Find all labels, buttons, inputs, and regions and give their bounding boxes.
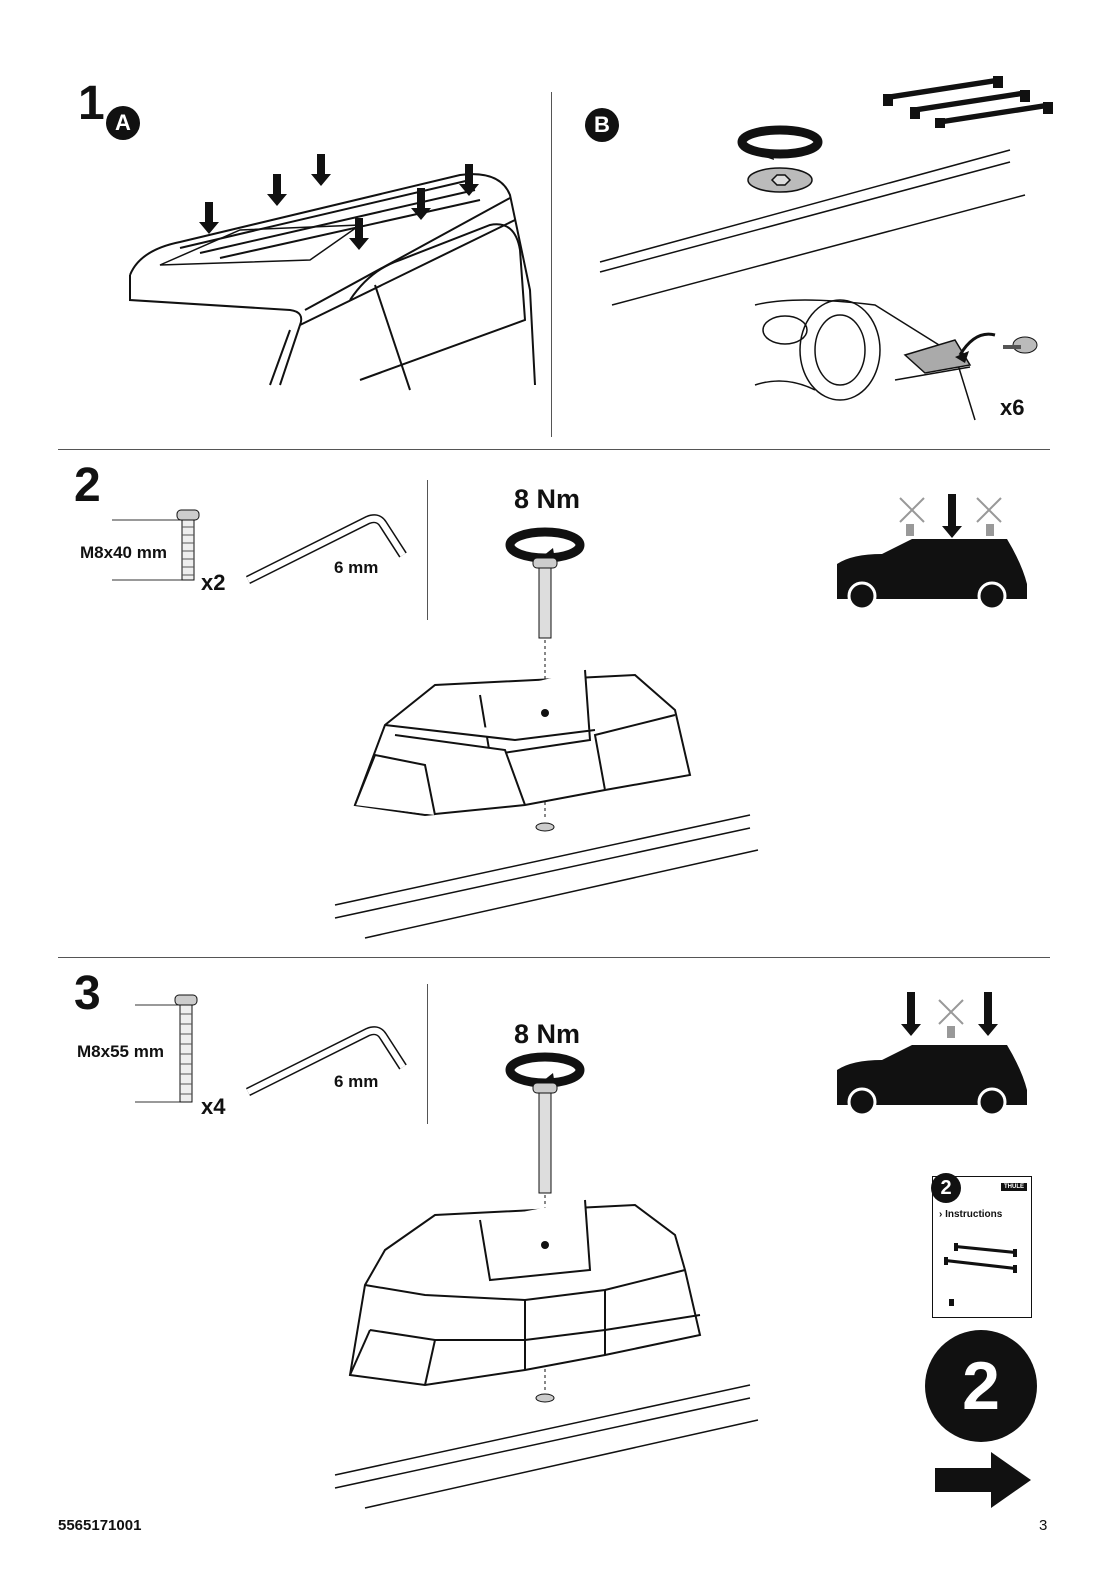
arrow-down-icon (267, 174, 287, 206)
divider-step1-step2 (58, 449, 1050, 450)
step2-bolt-quantity: x2 (201, 570, 226, 595)
car-interior-illustration (754, 299, 1038, 421)
arrow-down-icon (349, 218, 369, 250)
roof-bars-icon (883, 76, 1053, 128)
bolt-m8x55-icon (135, 994, 198, 1103)
roof-lines-step2 (334, 814, 759, 939)
rotate-cap-illustration (737, 125, 823, 193)
foot-assembly-step2 (353, 669, 692, 817)
step2-torque: 8 Nm (514, 484, 581, 514)
step1-quantity: x6 (1000, 395, 1025, 420)
booklet-part-icon (949, 1299, 954, 1306)
divider-step2-step3 (58, 957, 1050, 958)
booklet-title-text: Instructions (945, 1209, 1003, 1220)
step-2-number: 2 (74, 459, 101, 512)
divider-step3-parts (427, 984, 428, 1124)
roof-arrows (199, 154, 479, 250)
bolt-m8x40-icon (112, 509, 200, 581)
step3-torque: 8 Nm (514, 1019, 581, 1049)
step-1-number: 1 (78, 77, 105, 130)
divider-step1-ab (551, 92, 552, 437)
car-outer-bars-position-icon (837, 992, 1027, 1117)
hex-key-icon (245, 1026, 407, 1097)
substep-a-badge: A (106, 106, 140, 140)
van-roof-illustration (129, 173, 536, 391)
next-step-badge: 2 (925, 1330, 1037, 1442)
substep-b-badge: B (585, 108, 619, 142)
roof-lines-step3 (334, 1384, 759, 1509)
arrow-right-icon (935, 1452, 1031, 1508)
arrow-down-icon (411, 188, 431, 220)
step2-key-label: 6 mm (334, 558, 379, 577)
roof-lines-b (599, 149, 1026, 306)
footer-page-number: 3 (1039, 1517, 1048, 1534)
step2-bolt-label: M8x40 mm (80, 543, 167, 562)
step3-key-label: 6 mm (334, 1072, 379, 1091)
step3-bolt-label: M8x55 mm (77, 1042, 164, 1061)
step-3-number: 3 (74, 967, 101, 1020)
arrow-down-icon (459, 164, 479, 196)
divider-step2-parts (427, 480, 428, 620)
roof-bars-icon (944, 1243, 1017, 1273)
instructions-booklet: 2 THULE › Instructions (931, 1173, 1032, 1318)
booklet-brand: THULE (1001, 1183, 1027, 1191)
foot-assembly-step3 (348, 1199, 702, 1387)
step3-bolt-quantity: x4 (201, 1094, 226, 1119)
arrow-down-icon (199, 202, 219, 234)
booklet-title: › Instructions (939, 1209, 1003, 1220)
arrow-down-icon (311, 154, 331, 186)
hex-key-icon (245, 514, 407, 585)
booklet-step-badge: 2 (931, 1173, 961, 1203)
footer-doc-number: 5565171001 (58, 1517, 142, 1534)
car-front-bar-position-icon (837, 494, 1027, 611)
